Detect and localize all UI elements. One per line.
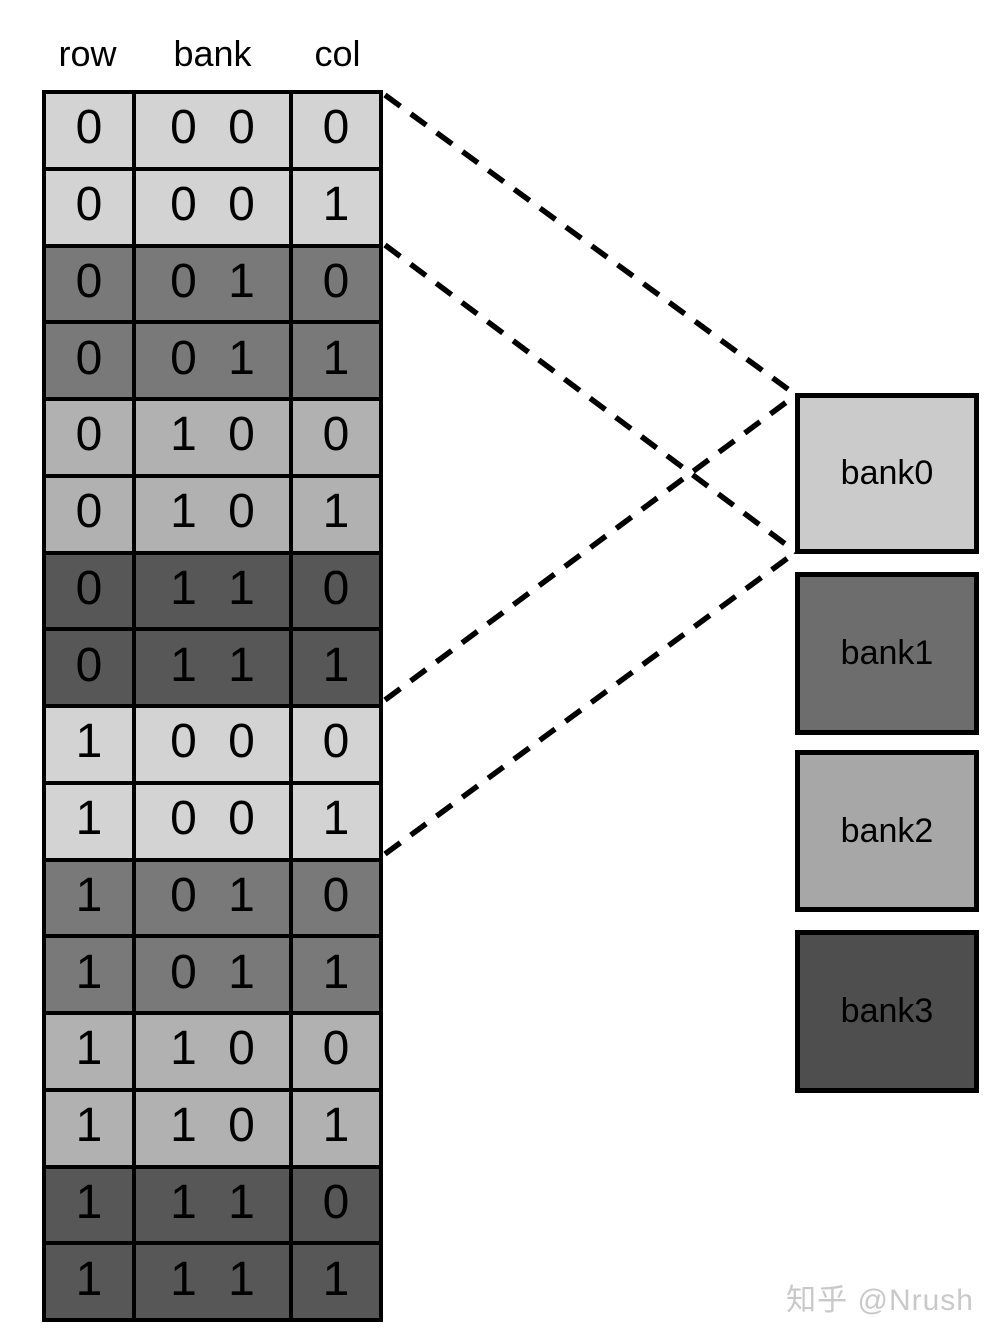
bank-bits-cell: 1 0 [133, 1089, 292, 1167]
bank-bits-cell: 0 1 [133, 322, 292, 399]
bank-box-bank2: bank2 [795, 750, 979, 912]
col-bit-cell: 0 [291, 92, 381, 169]
col-bit-cell: 1 [291, 629, 381, 706]
col-bit-cell: 1 [291, 1089, 381, 1167]
bank-bits-cell: 1 0 [133, 399, 292, 476]
col-bit-cell: 0 [291, 399, 381, 476]
row-bit-cell: 1 [44, 1089, 134, 1167]
bank-bits-cell: 0 1 [133, 245, 292, 323]
row-bit-cell: 0 [44, 245, 134, 323]
bank-bits-cell: 0 0 [133, 782, 292, 860]
bank-label: bank2 [840, 811, 934, 850]
bank-bits-cell: 1 0 [133, 475, 292, 553]
row-bit-cell: 1 [44, 1243, 134, 1320]
bank-box-bank0: bank0 [795, 393, 979, 554]
header-bank: bank [173, 33, 252, 74]
col-bit-cell: 1 [291, 936, 381, 1013]
bank-bits-cell: 1 1 [133, 1243, 292, 1320]
bank-bits-cell: 1 1 [133, 1166, 292, 1244]
header-row: row [58, 33, 117, 74]
col-bit-cell: 1 [291, 782, 381, 860]
bank-bits-cell: 0 1 [133, 936, 292, 1013]
row-bit-cell: 1 [44, 859, 134, 937]
col-bit-cell: 0 [291, 706, 381, 783]
col-bit-cell: 0 [291, 552, 381, 630]
bank-bits-cell: 0 0 [133, 706, 292, 783]
bank-bits-cell: 0 0 [133, 168, 292, 246]
bank-box-bank3: bank3 [795, 930, 979, 1093]
col-bit-cell: 0 [291, 1013, 381, 1090]
bank-bits-cell: 1 1 [133, 552, 292, 630]
row-bit-cell: 0 [44, 552, 134, 630]
row-bit-cell: 0 [44, 92, 134, 169]
connection-line [383, 92, 798, 398]
row-bit-cell: 1 [44, 1166, 134, 1244]
col-bit-cell: 0 [291, 245, 381, 323]
connection-line [383, 549, 798, 857]
row-bit-cell: 0 [44, 322, 134, 399]
bank-label: bank0 [840, 454, 934, 492]
row-bit-cell: 1 [44, 706, 134, 783]
bank-bits-cell: 0 1 [133, 859, 292, 937]
row-bit-cell: 0 [44, 168, 134, 246]
row-bit-cell: 0 [44, 475, 134, 553]
col-bit-cell: 0 [291, 1166, 381, 1244]
row-bit-cell: 0 [44, 629, 134, 706]
bank-bits-cell: 1 1 [133, 629, 292, 706]
bank-label: bank3 [840, 992, 934, 1030]
bank-label: bank1 [840, 634, 934, 672]
bank-bits-cell: 1 0 [133, 1013, 292, 1090]
col-bit-cell: 1 [291, 1243, 381, 1320]
connection-line [383, 392, 798, 703]
column-headers: row bank col [42, 34, 383, 74]
row-bit-cell: 1 [44, 1013, 134, 1090]
bank-bits-cell: 0 0 [133, 92, 292, 169]
bank-box-bank1: bank1 [795, 572, 979, 735]
col-bit-cell: 1 [291, 322, 381, 399]
col-bit-cell: 0 [291, 859, 381, 937]
col-bit-cell: 1 [291, 475, 381, 553]
col-bit-cell: 1 [291, 168, 381, 246]
row-bit-cell: 1 [44, 782, 134, 860]
watermark: 知乎 @Nrush [786, 1284, 974, 1317]
row-bit-cell: 0 [44, 399, 134, 476]
row-bit-cell: 1 [44, 936, 134, 1013]
header-col: col [314, 33, 361, 74]
connection-line [383, 242, 798, 555]
